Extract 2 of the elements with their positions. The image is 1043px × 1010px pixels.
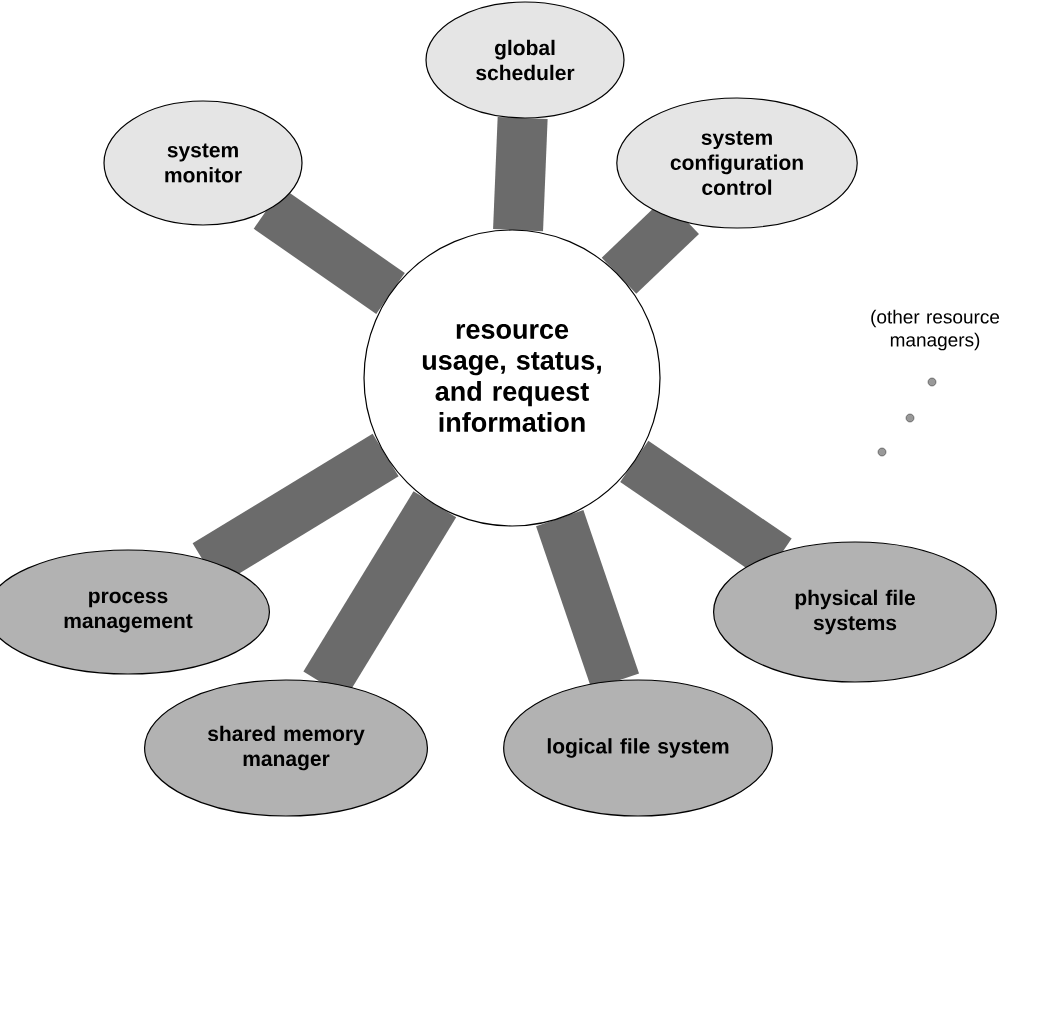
band-connector bbox=[493, 116, 548, 232]
note-text: (other resource managers) bbox=[871, 309, 1000, 351]
